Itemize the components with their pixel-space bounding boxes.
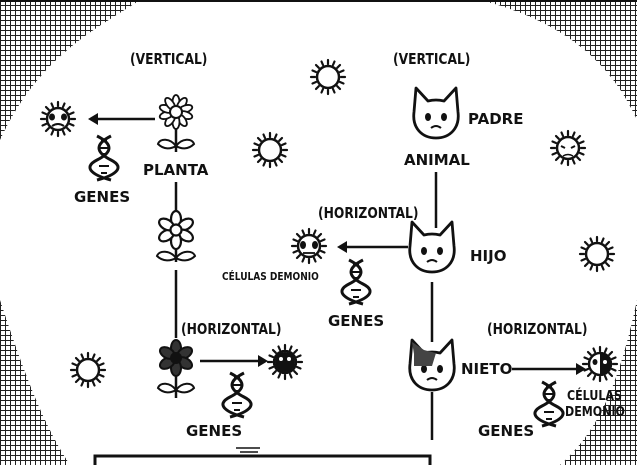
cat-grandchild-icon [410, 340, 455, 390]
demon-cells-label-line2: DEMONIO [565, 406, 625, 420]
parent-label: PADRE [468, 112, 523, 127]
horizontal-label-left: (HORIZONTAL) [181, 322, 282, 337]
child-label: HIJO [470, 249, 506, 264]
demon-cells-label-line1: CÉLULAS [567, 390, 622, 404]
demon-cell-icon [41, 102, 75, 136]
screentone-top-right [480, 0, 637, 120]
speech-box-edge [95, 456, 430, 465]
demon-cell-icon [292, 229, 326, 263]
virus-icon [253, 133, 287, 167]
grandchild-label: NIETO [461, 362, 512, 377]
animal-label: ANIMAL [404, 153, 470, 168]
demon-cell-icon [551, 131, 585, 165]
screentone-bottom-left [0, 300, 70, 465]
sunflower-icon [158, 95, 194, 152]
virus-icon [311, 60, 345, 94]
demon-cell-half-black-icon [583, 347, 617, 381]
demon-cells-label: CÉLULAS DEMONIO [222, 271, 319, 282]
flower-icon [157, 211, 195, 262]
dna-icon [223, 373, 251, 417]
mutated-flower-icon [158, 340, 194, 398]
cat-child-icon [410, 222, 455, 272]
horizontal-label-mid: (HORIZONTAL) [318, 206, 419, 221]
cat-parent-icon [414, 88, 459, 138]
plant-label: PLANTA [143, 163, 208, 178]
genes-label: GENES [186, 424, 242, 439]
dna-icon [90, 136, 118, 180]
genes-label: GENES [74, 190, 130, 205]
vertical-label-left: (VERTICAL) [130, 52, 207, 67]
demon-cell-black-icon [268, 345, 302, 379]
horizontal-label-right: (HORIZONTAL) [487, 322, 588, 337]
dna-icon [342, 260, 370, 304]
dna-icon [535, 382, 563, 426]
vertical-label-right: (VERTICAL) [393, 52, 470, 67]
virus-icon [71, 353, 105, 387]
genes-label: GENES [478, 424, 534, 439]
genes-label: GENES [328, 314, 384, 329]
virus-icon [580, 237, 614, 271]
